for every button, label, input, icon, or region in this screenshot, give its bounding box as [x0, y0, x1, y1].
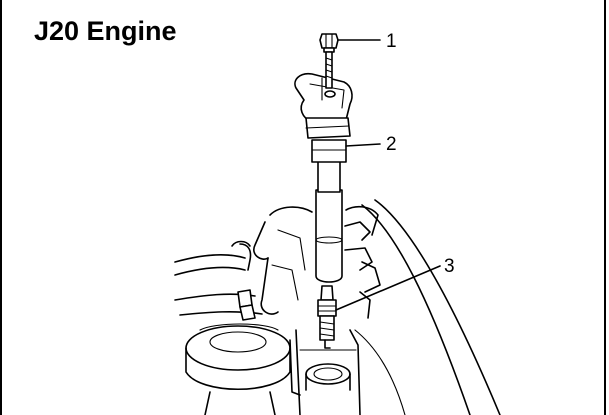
leader-line-2	[345, 143, 381, 147]
ignition-coil	[294, 72, 353, 283]
bolt	[319, 33, 339, 89]
left-border	[0, 0, 2, 415]
spark-plug	[317, 285, 337, 349]
callout-2: 2	[386, 134, 397, 155]
callout-3: 3	[444, 256, 455, 277]
leader-lines	[335, 39, 441, 311]
leader-line-3	[335, 265, 441, 311]
engine-body-outline	[174, 199, 501, 415]
callout-1: 1	[386, 31, 397, 52]
right-border	[604, 0, 606, 415]
diagram-title: J20 Engine	[34, 16, 177, 46]
